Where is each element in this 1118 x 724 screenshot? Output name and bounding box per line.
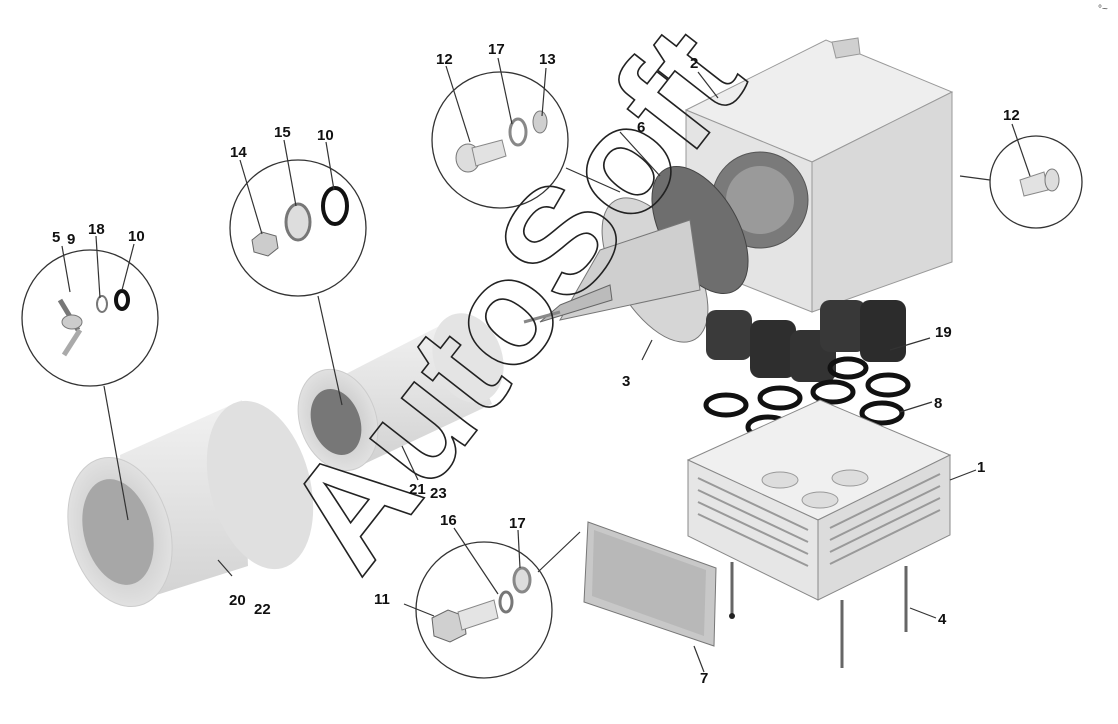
detail-circle-12-17-13 <box>431 71 569 209</box>
label-17a: 17 <box>488 41 505 58</box>
label-6: 6 <box>637 119 645 136</box>
detail-circle-12 <box>989 135 1083 229</box>
corner-mark: °~ <box>1098 4 1108 15</box>
label-11: 11 <box>374 591 390 608</box>
long-bolts <box>729 562 908 668</box>
label-20: 20 <box>229 592 246 609</box>
detail-circle-14-15-10 <box>229 159 367 297</box>
label-5: 5 <box>52 229 60 246</box>
large-filter-cylinder <box>67 400 314 608</box>
label-15: 15 <box>274 124 291 141</box>
label-13: 13 <box>539 51 556 68</box>
grille-basket <box>686 399 952 601</box>
label-10b: 10 <box>317 127 334 144</box>
label-21: 21 <box>409 481 426 498</box>
nozzle-flange <box>523 165 749 343</box>
label-14: 14 <box>230 144 247 161</box>
label-1: 1 <box>977 459 985 476</box>
leader-lines <box>61 57 1031 673</box>
label-16: 16 <box>440 512 457 529</box>
label-2: 2 <box>690 55 698 72</box>
base-plate <box>583 521 717 647</box>
small-filter-cylinder <box>297 313 504 472</box>
label-12b: 12 <box>1003 107 1020 124</box>
label-19: 19 <box>935 324 952 341</box>
label-7: 7 <box>700 670 708 687</box>
detail-circle-11-16-17 <box>415 541 553 679</box>
label-22: 22 <box>254 601 271 618</box>
label-8: 8 <box>934 395 942 412</box>
detail-circle-5-9-18-10 <box>21 249 159 387</box>
housing-box <box>684 37 954 313</box>
label-3: 3 <box>622 373 630 390</box>
label-17b: 17 <box>509 515 526 532</box>
label-10a: 10 <box>128 228 145 245</box>
outlet-pots <box>706 300 906 382</box>
label-4: 4 <box>938 611 947 628</box>
label-23: 23 <box>430 485 447 502</box>
label-9: 9 <box>67 231 75 248</box>
label-12a: 12 <box>436 51 453 68</box>
label-18: 18 <box>88 221 105 238</box>
